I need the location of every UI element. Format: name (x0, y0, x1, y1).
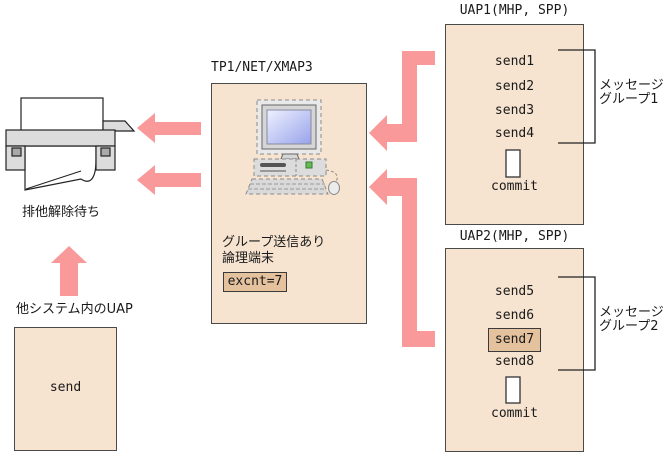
message-group2-bracket (558, 276, 596, 371)
desktop-pc-icon (245, 99, 340, 195)
message-group1-bracket (558, 49, 596, 144)
uap1-send2: send2 (494, 79, 535, 94)
printer-status-label: 排他解除待ち (22, 205, 101, 220)
uap2-send6: send6 (494, 308, 535, 323)
uap2-send7-highlight: send7 (488, 328, 541, 352)
arrow-other-uap-up (51, 246, 87, 296)
arrow-uap2-to-tp1 (369, 169, 435, 347)
uap1-title: UAP1(MHP, SPP) (459, 3, 570, 18)
message-group2-label-line2: グループ2 (599, 319, 659, 334)
message-group1-label-line1: メッセージ (599, 78, 664, 93)
printer-icon (5, 97, 136, 191)
uap1-box (445, 24, 584, 225)
message-group2-label-line1: メッセージ (599, 305, 664, 320)
tp1-excnt-badge: excnt=7 (223, 272, 287, 292)
other-uap-label: 他システム内のUAP (16, 302, 133, 317)
arrow-tp1-to-printer-top (137, 113, 201, 143)
tp1-caption-line2: 論理端末 (222, 251, 275, 266)
uap2-commit: commit (491, 406, 538, 421)
other-uap-send-box (14, 327, 117, 451)
uap2-title: UAP2(MHP, SPP) (459, 229, 570, 244)
tp1-caption-line1: グループ送信あり (222, 235, 326, 250)
message-group1-label: メッセージ グループ1 (599, 79, 664, 107)
arrow-uap1-to-tp1 (369, 51, 435, 151)
message-group2-label: メッセージ グループ2 (599, 306, 664, 334)
uap2-send5: send5 (494, 284, 535, 299)
uap2-commit-connector (505, 376, 521, 404)
other-uap-send: send (49, 380, 82, 395)
tp1-caption: グループ送信あり 論理端末 (222, 235, 325, 267)
tp1-title: TP1/NET/XMAP3 (211, 60, 313, 75)
uap1-commit: commit (491, 179, 538, 194)
uap1-send4: send4 (494, 126, 535, 141)
message-group1-label-line2: グループ1 (599, 92, 659, 107)
uap1-commit-connector (505, 149, 521, 178)
arrow-tp1-to-printer-bottom (137, 165, 201, 195)
uap2-send8: send8 (494, 354, 535, 369)
uap1-send3: send3 (494, 103, 535, 118)
uap1-send1: send1 (494, 54, 535, 69)
